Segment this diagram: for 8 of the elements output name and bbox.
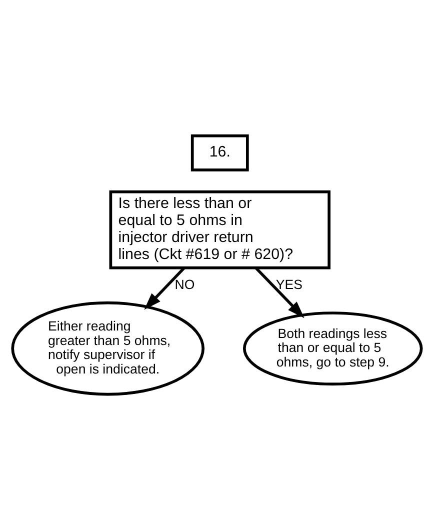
node-ellipse: Both readings less than or equal to 5 ohms, go to step 9.: [242, 311, 423, 386]
edge-label: NO: [174, 276, 195, 292]
node-ellipse: Either reading greater than 5 ohms, notify supervisor if open is indicated.: [11, 300, 205, 396]
arrow: [254, 266, 304, 318]
arrow: [144, 266, 186, 310]
edge-label: YES: [276, 276, 302, 292]
node-box: Is there less than or equal to 5 ohms in injector driver return lines (Ckt #619 or # 620)?: [109, 190, 330, 269]
node-box: 16.: [190, 134, 249, 171]
